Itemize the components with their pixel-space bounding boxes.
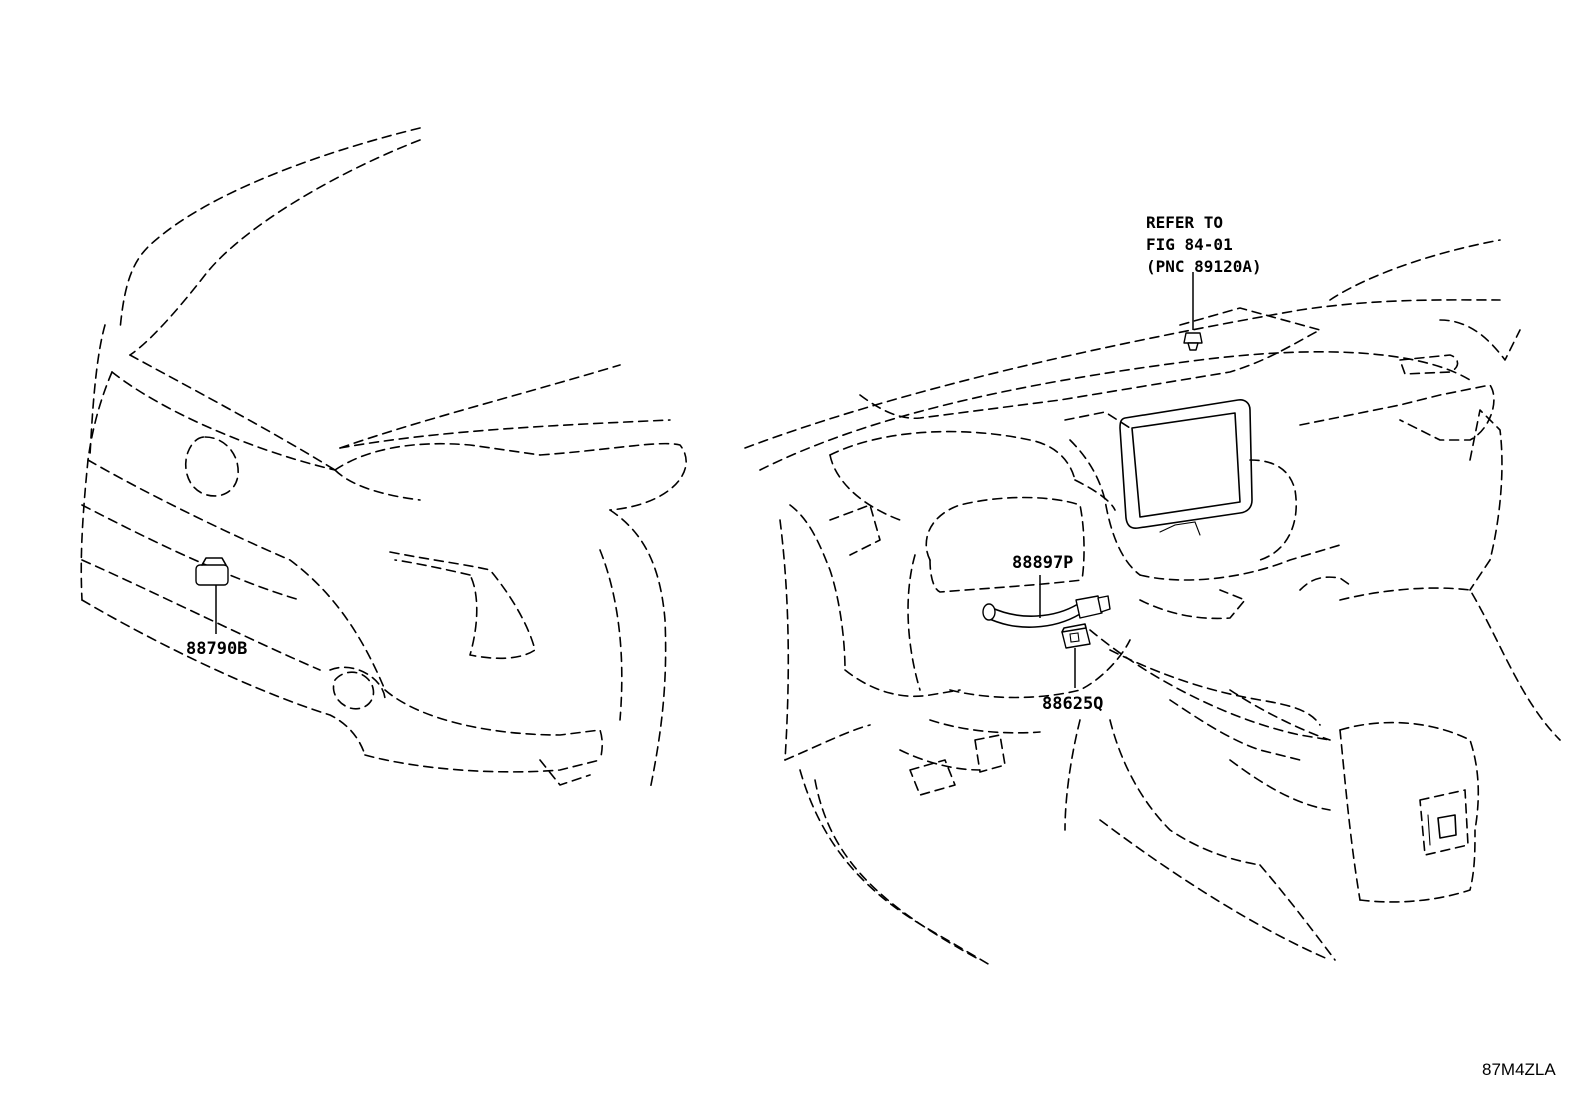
reference-note: REFER TO FIG 84-01 (PNC 89120A) [1146,213,1262,276]
harness-callout: 88897P [1012,553,1073,573]
switch-part [1061,623,1091,649]
reference-note-line2: FIG 84-01 [1146,235,1233,254]
harness-part [982,595,1111,628]
figure-code: 87M4ZLA [1482,1060,1556,1079]
reference-note-line3: (PNC 89120A) [1146,257,1262,276]
vehicle-front-outline [80,127,687,791]
switch-callout: 88625Q [1042,694,1103,714]
front-sensor-part [195,564,229,586]
reference-note-line1: REFER TO [1146,213,1223,232]
instrument-panel-outline [744,239,1561,966]
front-sensor-callout: 88790B [186,639,247,659]
solar-sensor-part [1183,332,1203,351]
